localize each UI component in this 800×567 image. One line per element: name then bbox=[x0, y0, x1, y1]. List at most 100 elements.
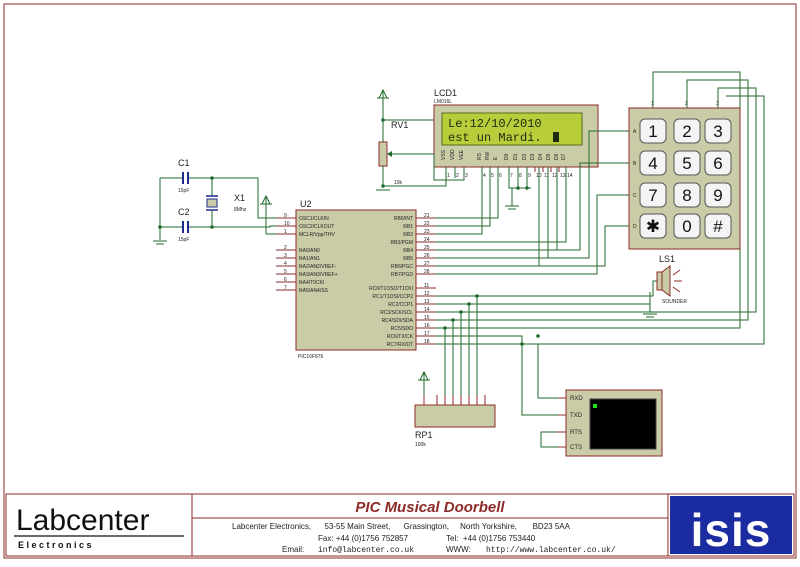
ground-lcd-icon bbox=[505, 205, 519, 210]
logo-labcenter: Labcenter bbox=[16, 504, 149, 537]
lcd-pin-number: 12 bbox=[552, 173, 558, 179]
mcu-pin-number: 2 bbox=[284, 245, 287, 251]
mcu-pin-number: 25 bbox=[424, 245, 430, 251]
keypad-col-label: 1 bbox=[651, 101, 654, 107]
keypad-key[interactable] bbox=[704, 150, 732, 176]
lcd-pin-number: 6 bbox=[499, 173, 502, 179]
lcd-pin-label: VEE bbox=[459, 149, 465, 160]
lcd-pin-label: VDD bbox=[450, 149, 456, 160]
keypad-key[interactable] bbox=[673, 182, 701, 208]
mcu-pin-number: 28 bbox=[424, 269, 430, 275]
keypad-row-label: D bbox=[633, 224, 637, 230]
keypad-key[interactable] bbox=[639, 182, 667, 208]
keypad-key[interactable] bbox=[673, 150, 701, 176]
keypad-key-label: 3 bbox=[713, 122, 722, 141]
crystal-x1[interactable]: X1 8Mhz bbox=[206, 178, 247, 227]
mcu-pin-name: RB4 bbox=[403, 248, 413, 254]
mcu-pin-name: RA5/AN4/SS bbox=[299, 288, 329, 294]
mcu-pin-name: RB5 bbox=[403, 256, 413, 262]
mcu-pin-name: OSC1/CLKIN bbox=[299, 216, 329, 222]
ground-speaker-icon bbox=[643, 313, 657, 318]
keypad-key[interactable] bbox=[704, 213, 732, 239]
terminal-pin-label: RXD bbox=[570, 396, 583, 402]
terminal-screen bbox=[589, 398, 657, 450]
www-value[interactable]: http://www.labcenter.co.uk/ bbox=[486, 546, 616, 555]
speaker-label: SOUNDER bbox=[662, 299, 687, 305]
mcu-pin-name: RC4/SDI/SDA bbox=[382, 318, 414, 324]
mcu-pin-name: RA1/AN1 bbox=[299, 256, 320, 262]
lcd-pin-label: D4 bbox=[538, 153, 544, 160]
mcu-ref: U2 bbox=[300, 199, 312, 209]
capacitor-c1[interactable]: C1 15pF bbox=[160, 158, 212, 194]
c1-ref: C1 bbox=[178, 158, 190, 168]
lcd-pin-number: 9 bbox=[528, 173, 531, 179]
mcu-pin-number: 15 bbox=[424, 315, 430, 321]
mcu-pin-number: 6 bbox=[284, 277, 287, 283]
terminal-pin-label: CTS bbox=[570, 445, 582, 451]
lcd-pin-number: 7 bbox=[510, 173, 513, 179]
mcu-pin-number: 18 bbox=[424, 339, 430, 345]
keypad-row-label: A bbox=[633, 129, 637, 135]
lcd-pin-number: 8 bbox=[519, 173, 522, 179]
keypad-key-label: 9 bbox=[713, 186, 722, 205]
lcd-cursor bbox=[553, 132, 559, 142]
keypad-key-label: 2 bbox=[682, 122, 691, 141]
email-label: Email: bbox=[282, 545, 304, 554]
resistor-pack-rp1[interactable]: RP1 100k bbox=[414, 370, 496, 448]
keypad-key[interactable] bbox=[639, 118, 667, 144]
keypad-row-label: B bbox=[633, 161, 637, 167]
keypad-key-label: 6 bbox=[713, 154, 722, 173]
lcd-pin-label: D2 bbox=[522, 153, 528, 160]
tel-number: Tel: +44 (0)1756 753440 bbox=[446, 534, 536, 543]
isis-logo: isis bbox=[691, 504, 772, 556]
pot-value: 10k bbox=[394, 180, 403, 186]
c2-ref: C2 bbox=[178, 207, 190, 217]
speaker-ref: LS1 bbox=[659, 254, 675, 264]
isis-logo-box bbox=[670, 496, 792, 554]
mcu-pin-number: 24 bbox=[424, 237, 430, 243]
mcu-pin-number: 26 bbox=[424, 253, 430, 259]
keypad-key[interactable] bbox=[704, 182, 732, 208]
terminal-pin-label: TXD bbox=[570, 413, 583, 419]
keypad-key-label: 4 bbox=[648, 154, 657, 173]
speaker-body bbox=[656, 271, 663, 291]
keypad-key[interactable] bbox=[673, 118, 701, 144]
www-label: WWW: bbox=[446, 545, 471, 554]
keypad-col-label: 2 bbox=[685, 101, 688, 107]
lcd-pin-label: RW bbox=[485, 151, 491, 160]
email-value[interactable]: info@labcenter.co.uk bbox=[318, 546, 414, 555]
lcd-pin-label: D0 bbox=[504, 153, 510, 160]
mcu-pin-name: RA2/AN2/VREF- bbox=[299, 264, 337, 270]
terminal-cursor bbox=[593, 404, 597, 408]
keypad-row-label: C bbox=[633, 193, 637, 199]
lcd-pin-number: 3 bbox=[465, 173, 468, 179]
lcd-model: LM016L bbox=[434, 99, 452, 105]
mcu-pin-name: RC5/SDO bbox=[391, 326, 413, 332]
keypad-key-label: # bbox=[713, 217, 723, 236]
keypad-key[interactable] bbox=[639, 150, 667, 176]
keypad-key-label: 1 bbox=[648, 122, 657, 141]
mcu-pin-name: RC0/T1OSO/T1CKI bbox=[369, 286, 413, 292]
capacitor-c2[interactable]: C2 15pF bbox=[160, 207, 212, 243]
mcu-pin-number: 23 bbox=[424, 229, 430, 235]
ground-c-icon bbox=[153, 240, 167, 245]
keypad-key[interactable] bbox=[639, 213, 667, 239]
lcd-line-2: est un Mardi. bbox=[448, 131, 542, 145]
speaker-ls1[interactable]: LS1 SOUNDER bbox=[656, 254, 687, 305]
lcd-pin-label: D1 bbox=[513, 153, 519, 160]
mcu-pin-number: 9 bbox=[284, 213, 287, 219]
mcu-pin-number: 4 bbox=[284, 261, 287, 267]
lcd-module[interactable]: Le:12/10/2010 est un Mardi. LCD1 LM016L … bbox=[433, 88, 599, 179]
keypad-key[interactable] bbox=[704, 118, 732, 144]
mcu-pin-name: RB7/PGD bbox=[391, 272, 413, 278]
mcu-pin-number: 16 bbox=[424, 323, 430, 329]
mcu-pin-number: 13 bbox=[424, 299, 430, 305]
mcu-pin-name: RC1/T1OSI/CCP2 bbox=[372, 294, 413, 300]
keypad-key[interactable] bbox=[673, 213, 701, 239]
